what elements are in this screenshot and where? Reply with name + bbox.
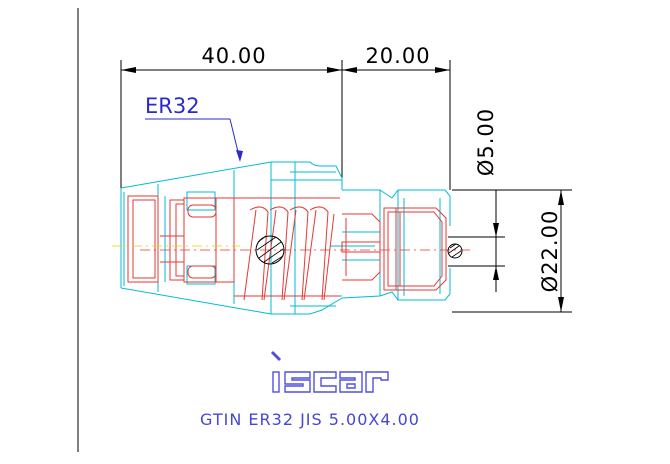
collet-label: ER32: [145, 94, 200, 118]
brand-logo-text: iscar: [0, 0, 3, 1]
pin-marker-small: [447, 243, 463, 259]
dim-shank-diameter: Ø5.00: [448, 108, 505, 292]
dim-nose-text: 20.00: [365, 44, 430, 68]
dim-overall-length: 40.00: [120, 44, 343, 190]
dim-body-text: Ø22.00: [538, 210, 562, 293]
dim-nose-length: 20.00: [342, 44, 451, 190]
pin-marker-large: [255, 235, 285, 265]
collet-leader: ER32: [145, 94, 243, 162]
internal-detail: [127, 195, 470, 301]
dim-body-diameter: Ø22.00: [452, 189, 572, 313]
brand-logo: iscar: [0, 0, 389, 393]
drawing-caption: GTIN ER32 JIS 5.00X4.00: [200, 410, 420, 429]
dim-overall-text: 40.00: [201, 44, 266, 68]
dim-shank-text: Ø5.00: [474, 108, 498, 176]
